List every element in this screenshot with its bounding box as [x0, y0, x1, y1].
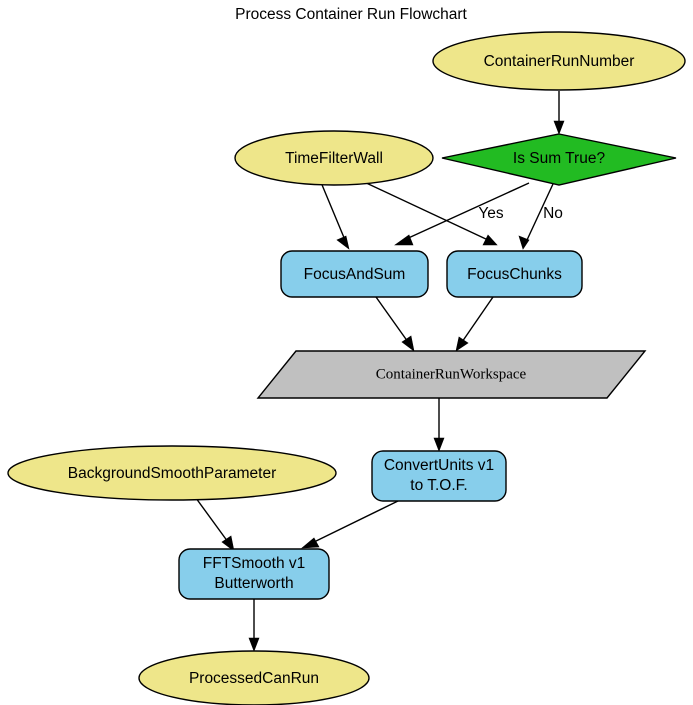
node-label-is-sum-true: Is Sum True? — [513, 150, 606, 167]
edge-focus-chunks-to-container-run-workspace — [455, 296, 494, 352]
node-time-filter-wall[interactable]: TimeFilterWall — [234, 130, 434, 186]
node-processed-can-run[interactable]: ProcessedCanRun — [138, 650, 370, 705]
node-label-fft-smooth-line1: FFTSmooth v1 — [203, 555, 306, 572]
node-background-smooth-parameter[interactable]: BackgroundSmoothParameter — [7, 445, 337, 501]
edge-container-run-number-to-is-sum-true — [553, 91, 565, 135]
node-label-fft-smooth-line2: Butterworth — [214, 575, 293, 592]
edge-label-no: No — [543, 205, 563, 222]
node-focus-and-sum[interactable]: FocusAndSum — [280, 250, 429, 298]
edge-is-sum-true-to-focus-and-sum: Yes — [394, 182, 530, 246]
node-container-run-number[interactable]: ContainerRunNumber — [432, 31, 686, 91]
edge-time-filter-wall-to-focus-and-sum — [319, 179, 350, 250]
edge-is-sum-true-to-focus-chunks: No — [518, 183, 563, 250]
node-label-focus-chunks: FocusChunks — [467, 266, 562, 283]
node-focus-chunks[interactable]: FocusChunks — [446, 250, 583, 298]
node-container-run-workspace[interactable]: ContainerRunWorkspace — [256, 350, 647, 399]
node-label-convert-units-line2: to T.O.F. — [410, 477, 467, 494]
node-label-background-smooth-parameter: BackgroundSmoothParameter — [68, 465, 277, 482]
edge-label-yes: Yes — [478, 205, 504, 222]
node-label-container-run-workspace: ContainerRunWorkspace — [376, 366, 527, 382]
page-title: Process Container Run Flowchart — [235, 6, 467, 23]
edge-background-smooth-parameter-to-fft-smooth — [192, 493, 235, 552]
node-convert-units[interactable]: ConvertUnits v1 to T.O.F. — [371, 450, 507, 502]
node-label-container-run-number: ContainerRunNumber — [484, 53, 635, 70]
node-label-convert-units-line1: ConvertUnits v1 — [384, 457, 494, 474]
edge-convert-units-to-fft-smooth — [301, 500, 399, 549]
edge-fft-smooth-to-processed-can-run — [248, 599, 260, 652]
edge-time-filter-wall-to-focus-chunks — [361, 180, 498, 246]
node-label-time-filter-wall: TimeFilterWall — [285, 150, 383, 167]
node-label-processed-can-run: ProcessedCanRun — [189, 670, 319, 687]
node-label-focus-and-sum: FocusAndSum — [304, 266, 406, 283]
node-fft-smooth[interactable]: FFTSmooth v1 Butterworth — [178, 548, 330, 600]
edge-container-run-workspace-to-convert-units — [433, 398, 445, 452]
node-is-sum-true[interactable]: Is Sum True? — [441, 133, 677, 186]
edge-focus-and-sum-to-container-run-workspace — [375, 296, 415, 352]
